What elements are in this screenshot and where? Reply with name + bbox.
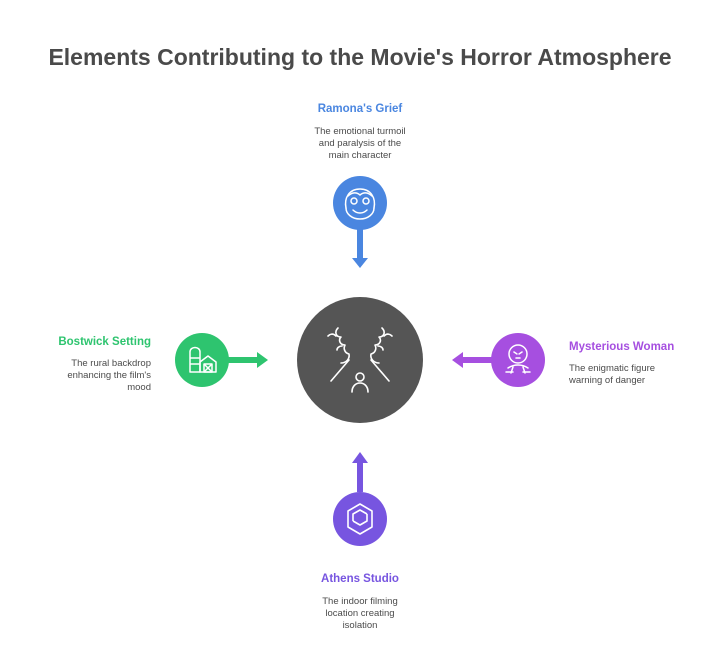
desc-ramonas-grief: The emotional turmoil and paralysis of t… bbox=[260, 126, 460, 162]
connector-top bbox=[357, 229, 363, 259]
desc-bostwick-setting: The rural backdrop enhancing the film's … bbox=[20, 358, 151, 394]
label-ramonas-grief: Ramona's Grief bbox=[317, 103, 403, 115]
desc-line: The emotional turmoil bbox=[314, 126, 406, 137]
node-athens-studio bbox=[333, 492, 387, 546]
desc-line: warning of danger bbox=[569, 375, 646, 386]
farm-icon bbox=[189, 346, 217, 373]
desc-line: The indoor filming bbox=[322, 596, 398, 607]
arrowhead-bottom bbox=[352, 452, 368, 463]
arrowhead-top bbox=[352, 258, 368, 268]
desc-mysterious-woman: The enigmatic figure warning of danger bbox=[569, 363, 719, 387]
connector-bottom bbox=[357, 462, 363, 492]
desc-line: isolation bbox=[342, 620, 378, 631]
desc-line: The rural backdrop bbox=[71, 358, 151, 369]
arrowhead-left bbox=[257, 352, 268, 368]
page-title: Elements Contributing to the Movie's Hor… bbox=[48, 44, 672, 70]
desc-line: The enigmatic figure bbox=[569, 363, 656, 374]
label-mysterious-woman: Mysterious Woman bbox=[569, 341, 675, 353]
arrowhead-right bbox=[452, 352, 463, 368]
desc-line: main character bbox=[328, 150, 392, 161]
desc-line: mood bbox=[127, 382, 151, 393]
face-icon bbox=[344, 188, 376, 220]
node-ramonas-grief bbox=[333, 176, 387, 230]
label-bostwick-setting: Bostwick Setting bbox=[58, 336, 151, 348]
desc-line: location creating bbox=[325, 608, 395, 619]
cube-icon bbox=[347, 503, 373, 535]
desc-athens-studio: The indoor filming location creating iso… bbox=[260, 596, 460, 632]
label-athens-studio: Athens Studio bbox=[321, 573, 399, 585]
alien-icon bbox=[505, 344, 531, 374]
hub-circle bbox=[297, 297, 423, 423]
haunted-figure-icon bbox=[327, 327, 393, 393]
connector-right bbox=[462, 357, 492, 363]
desc-line: and paralysis of the bbox=[318, 138, 402, 149]
desc-line: enhancing the film's bbox=[67, 370, 151, 381]
connector-left bbox=[228, 357, 258, 363]
node-mysterious-woman bbox=[491, 333, 545, 387]
